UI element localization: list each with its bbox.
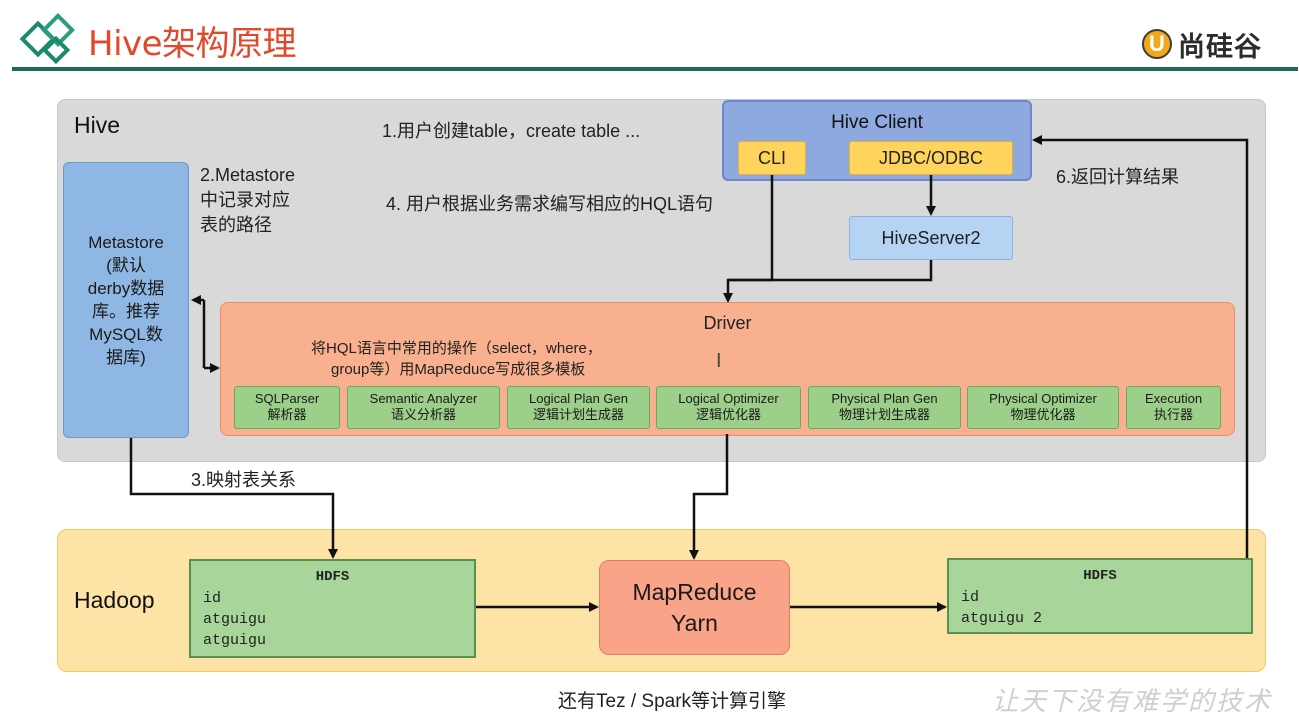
metastore-line: Metastore <box>88 233 164 252</box>
driver-desc-line: 将HQL语言中常用的操作（select，where， <box>311 340 602 357</box>
component-cn: 执行器 <box>1153 407 1193 422</box>
metastore-box: Metastore (默认 derby数据 库。推荐 MySQL数 据库) <box>63 162 189 438</box>
hdfs-input-table: HDFS id atguigu atguigu <box>189 559 476 658</box>
hiveserver2-box: HiveServer2 <box>849 216 1013 260</box>
page-title: Hive架构原理 <box>88 24 297 64</box>
component-cn: 逻辑优化器 <box>695 407 761 422</box>
driver-title: Driver <box>703 313 752 333</box>
step3-note: 3.映射表关系 <box>191 470 297 490</box>
arrow-result-client <box>1032 135 1249 558</box>
text-cursor-icon: I <box>716 350 722 372</box>
engines-note: 还有Tez / Spark等计算引擎 <box>558 691 787 712</box>
metastore-line: 库。推荐 <box>92 302 160 321</box>
mapreduce-label: MapReduce <box>632 578 757 605</box>
step2-note: 2.Metastore 中记录对应 表的路径 <box>200 163 295 238</box>
arrow-cli-driver <box>723 175 774 303</box>
component-semantic-analyzer: Semantic Analyzer 语义分析器 <box>347 386 500 429</box>
brand-mark-icon: U <box>1142 29 1172 59</box>
hdfs-row: atguigu 2 <box>961 610 1043 627</box>
arrow-hs2-driver <box>728 260 933 282</box>
mapreduce-yarn-box: MapReduce Yarn <box>599 560 790 655</box>
brand-name: 尚硅谷 <box>1178 31 1262 63</box>
cli-box: CLI <box>738 141 806 175</box>
component-en: Logical Plan Gen <box>528 391 628 406</box>
hdfs-row: id <box>203 590 222 607</box>
component-logical-optimizer: Logical Optimizer 逻辑优化器 <box>656 386 801 429</box>
hdfs-row: id <box>961 589 980 606</box>
driver-description: 将HQL语言中常用的操作（select，where， group等）用MapRe… <box>311 338 602 380</box>
component-logical-plan-gen: Logical Plan Gen 逻辑计划生成器 <box>507 386 650 429</box>
hive-client-title: Hive Client <box>831 112 923 133</box>
component-sqlparser: SQLParser 解析器 <box>234 386 340 429</box>
step2-line: 2.Metastore <box>200 165 296 185</box>
step6-note: 6.返回计算结果 <box>1056 167 1180 187</box>
component-en: Execution <box>1144 391 1203 406</box>
brand-logo: U 尚硅谷 <box>1142 24 1262 64</box>
component-en: Semantic Analyzer <box>369 391 478 406</box>
step2-line: 表的路径 <box>200 215 272 235</box>
metastore-line: derby数据 <box>87 279 165 298</box>
component-cn: 物理优化器 <box>1010 407 1076 422</box>
step1-note: 1.用户创建table，create table ... <box>382 121 641 141</box>
arrow-driver-mapreduce <box>689 434 729 560</box>
hdfs-output-table: HDFS id atguigu 2 <box>947 558 1253 634</box>
component-cn: 语义分析器 <box>390 407 456 422</box>
component-execution: Execution 执行器 <box>1126 386 1221 429</box>
component-cn: 物理计划生成器 <box>838 407 930 422</box>
step4-note: 4. 用户根据业务需求编写相应的HQL语句 <box>386 194 714 214</box>
component-en: Physical Plan Gen <box>831 391 938 406</box>
component-physical-optimizer: Physical Optimizer 物理优化器 <box>967 386 1119 429</box>
hive-label: Hive <box>74 112 121 138</box>
component-en: SQLParser <box>254 391 320 406</box>
slogan-watermark: 让天下没有难学的技术 <box>992 687 1273 717</box>
arrow-metastore-hdfs <box>129 438 338 559</box>
hdfs-row: atguigu <box>203 632 267 649</box>
logo-diamonds-icon <box>19 13 75 65</box>
hdfs-header: HDFS <box>1083 568 1117 584</box>
header-divider <box>12 67 1298 71</box>
hdfs-row: atguigu <box>203 611 267 628</box>
hadoop-label: Hadoop <box>74 587 155 613</box>
step2-line: 中记录对应 <box>200 190 290 210</box>
component-en: Logical Optimizer <box>678 391 779 406</box>
metastore-line: 据库) <box>106 348 146 367</box>
driver-desc-line: group等）用MapReduce写成很多模板 <box>331 361 586 378</box>
component-cn: 解析器 <box>267 407 307 422</box>
hdfs-header: HDFS <box>315 569 350 585</box>
component-cn: 逻辑计划生成器 <box>532 407 624 422</box>
component-physical-plan-gen: Physical Plan Gen 物理计划生成器 <box>808 386 961 429</box>
metastore-line: (默认 <box>106 256 146 275</box>
component-en: Physical Optimizer <box>989 391 1097 406</box>
jdbc-odbc-box: JDBC/ODBC <box>849 141 1013 175</box>
metastore-line: MySQL数 <box>89 325 163 344</box>
yarn-label: Yarn <box>671 609 718 636</box>
